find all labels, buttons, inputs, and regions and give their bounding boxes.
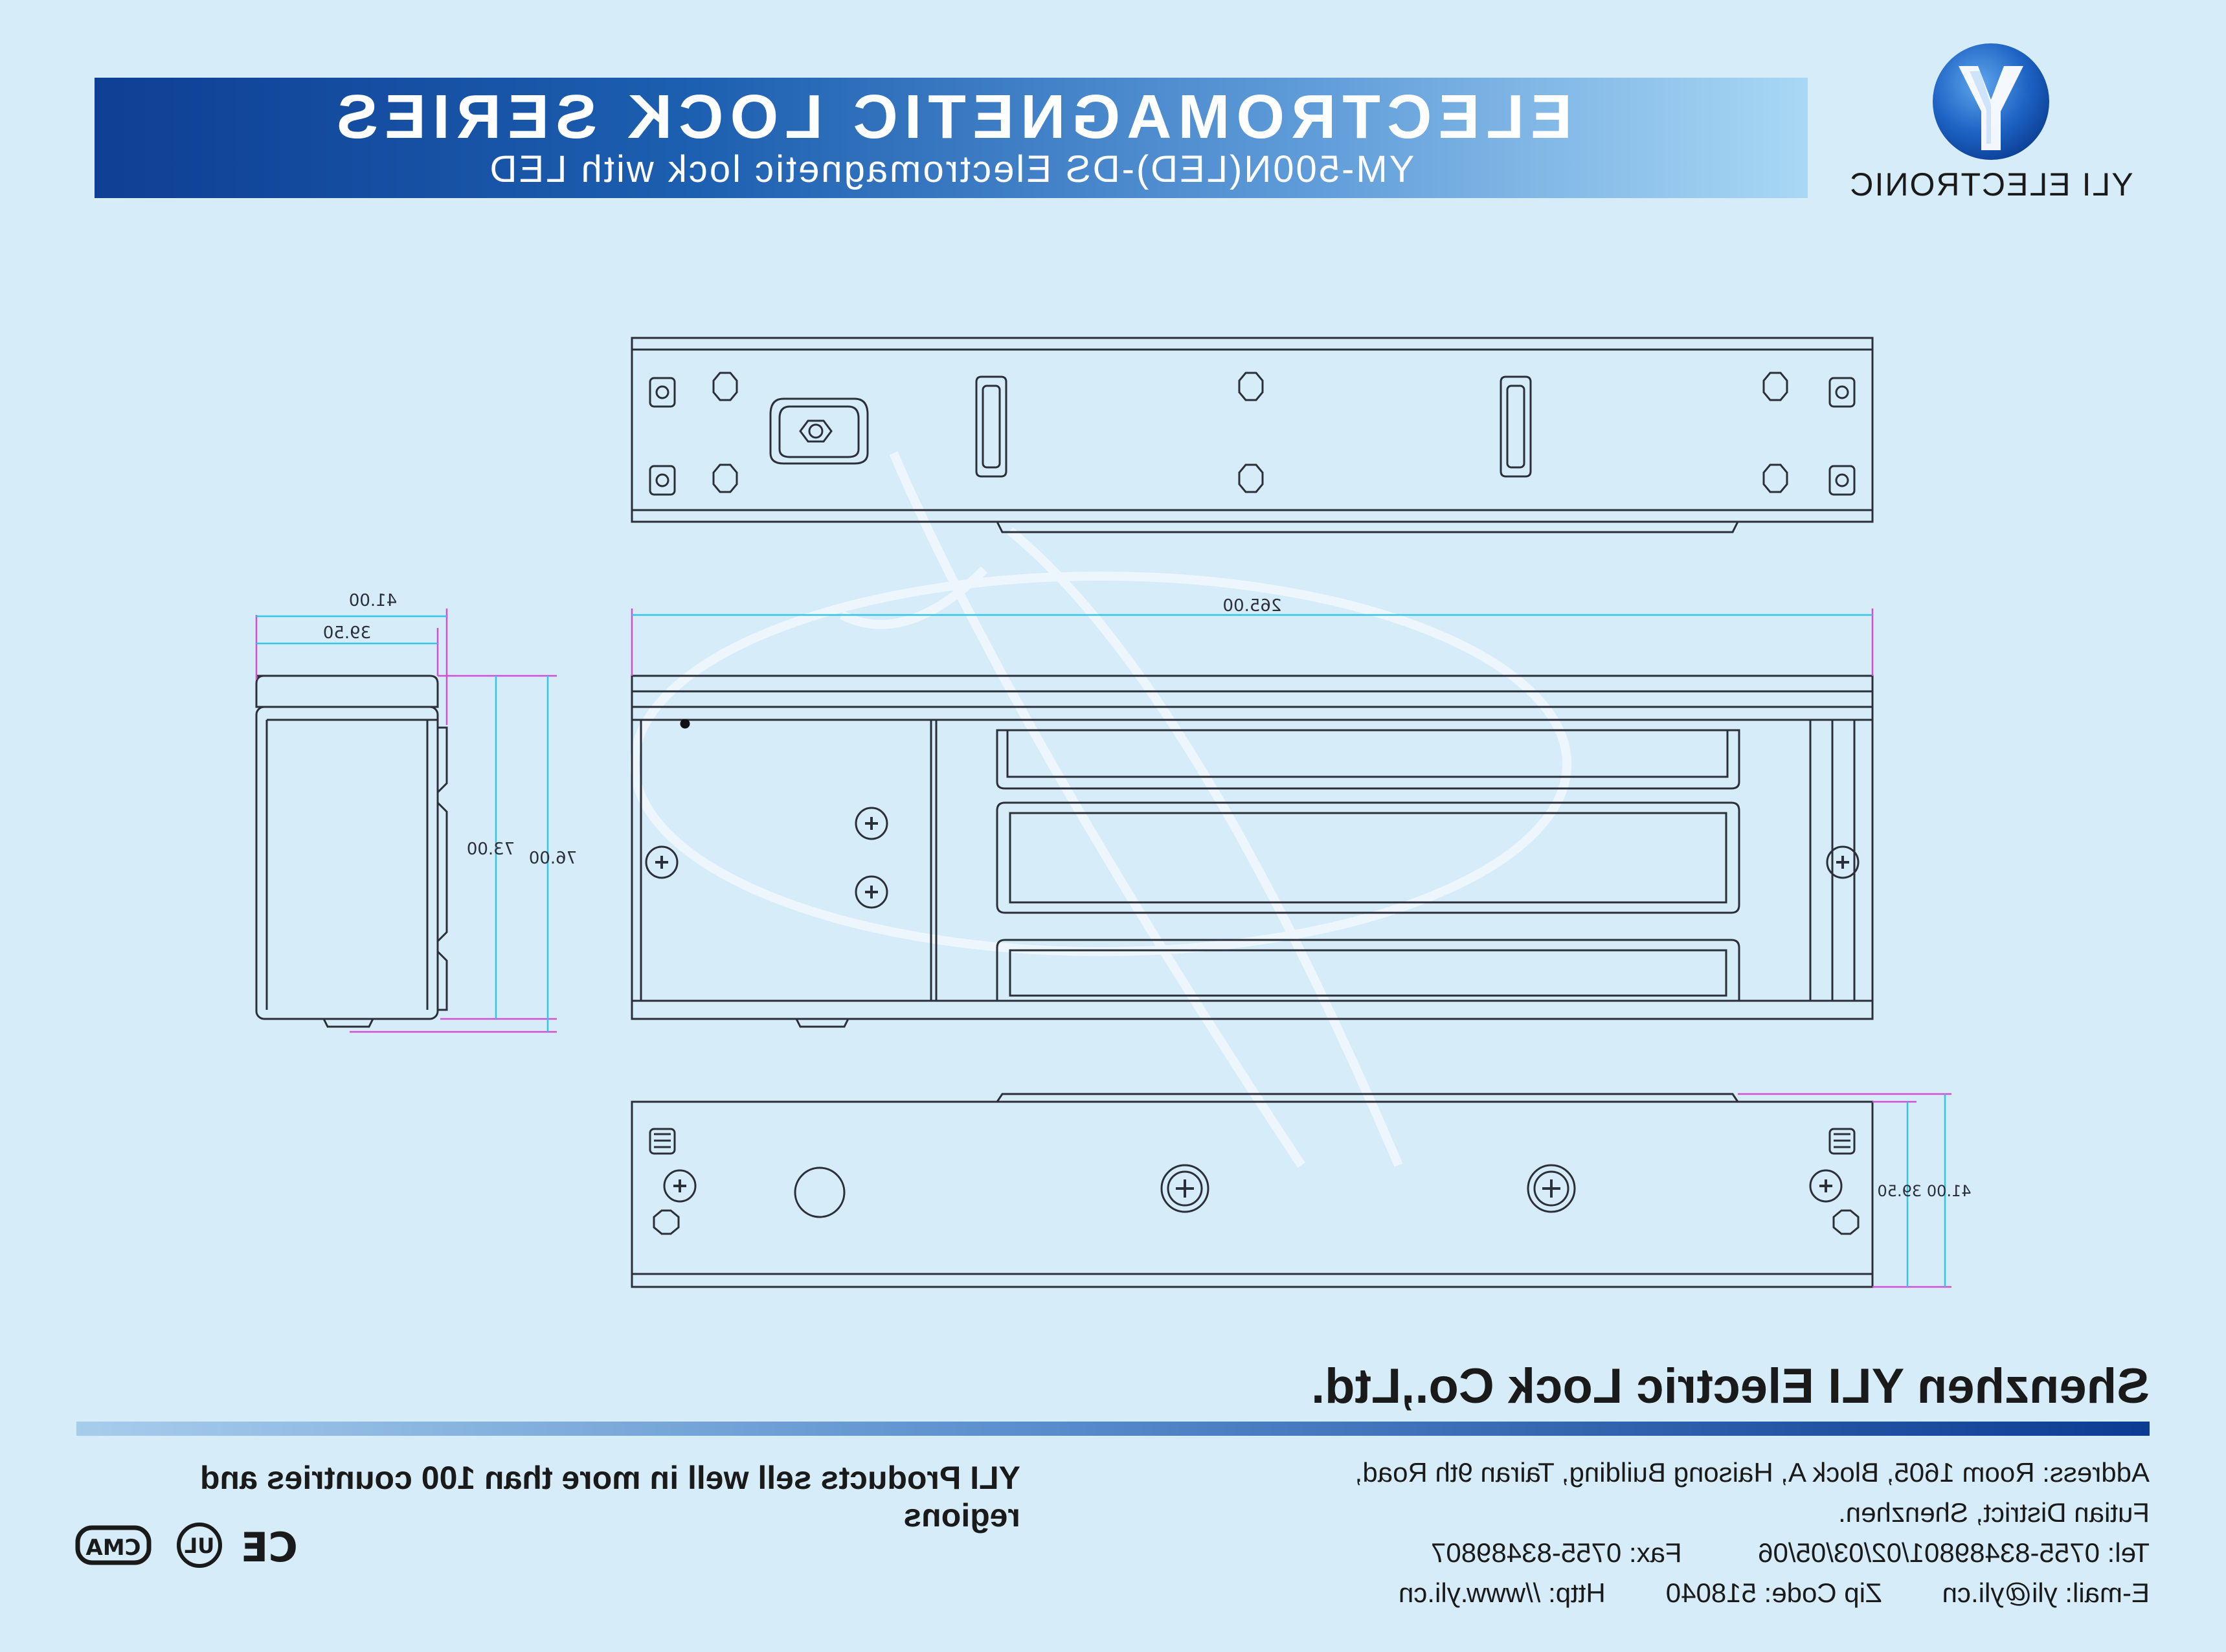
cert-ce: CE — [241, 1524, 298, 1571]
contact-phone-row: Tel: 0755-83489801/02/03/05/06 Fax: 0755… — [1217, 1533, 2150, 1573]
certification-marks: CMA UL CE — [75, 1523, 298, 1571]
yli-y-logo-icon — [1933, 43, 2049, 160]
zip: Zip Code: 518040 — [1665, 1578, 1882, 1608]
dimension-lines — [255, 608, 1951, 1288]
header-band: ELECTROMAGNETIC LOCK SERIES YM-500N(LED)… — [95, 78, 1808, 198]
dim-front-length: 265.00 — [1223, 596, 1282, 616]
brand: YLI ELECTRONIC — [1839, 40, 2143, 208]
watermark-logo — [630, 451, 1571, 1168]
cert-cma: CMA — [85, 1535, 141, 1561]
contact-block: Address: Room 1605, Block A, Haisong Bui… — [1217, 1453, 2150, 1613]
contact-web-row: E-mail: yli@yli.cn Zip Code: 518040 Http… — [1217, 1573, 2150, 1613]
plate-view — [631, 1093, 1874, 1288]
cert-ul: UL — [185, 1534, 214, 1558]
company-name: Shenzhen YLI Electric Lock Co.,Ltd. — [1310, 1359, 2150, 1414]
side-view — [255, 675, 448, 1028]
address-line-2: Futian District, Shenzhen. — [1838, 1497, 2150, 1528]
dim-side-width-inner: 39.50 — [323, 623, 371, 643]
ce-mark-icon: CE — [241, 1524, 298, 1571]
http: Http: //www.yli.cn — [1399, 1578, 1606, 1608]
dim-side-height-outer: 76.00 — [529, 849, 577, 868]
cma-mark-icon: CMA — [75, 1525, 152, 1565]
fax: Fax: 0755-83489807 — [1431, 1537, 1682, 1568]
address-line-1: Address: Room 1605, Block A, Haisong Bui… — [1355, 1457, 2150, 1488]
email: E-mail: yli@yli.cn — [1942, 1578, 2150, 1608]
tel: Tel: 0755-83489801/02/03/05/06 — [1758, 1537, 2150, 1568]
top-view — [631, 337, 1874, 533]
dim-side-height-inner: 73.00 — [467, 840, 515, 859]
footer-divider — [76, 1422, 2150, 1436]
dim-plate-height: 41.00 39.50 — [1877, 1182, 1971, 1200]
dim-side-width-outer: 41.00 — [349, 591, 397, 610]
front-view — [631, 675, 1874, 1028]
ul-mark-icon: UL — [177, 1523, 222, 1568]
